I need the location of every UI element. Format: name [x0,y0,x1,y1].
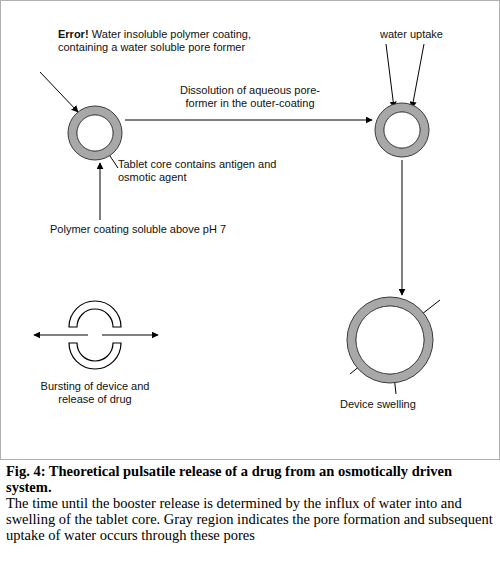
release-arrow [34,335,88,336]
coating-ring [68,106,122,160]
node-label: Polymer coating soluble above pH 7 [50,223,226,235]
caption-body: The time until the booster release is de… [6,495,494,543]
figure-caption: Fig. 4: Theoretical pulsatile release of… [6,463,494,495]
tablet-ring-outline [65,103,125,163]
tablet-core [384,112,420,148]
coating-ring [375,103,429,157]
swollen-ring: Device swelling [345,295,435,385]
water-arrow [386,44,394,108]
figure-frame [1,1,500,460]
leader-arrow [100,163,101,220]
flow-arrow [125,120,372,121]
burst-device: Bursting of device and release of drug [60,300,130,370]
tablet-core [356,306,424,374]
tablet-ring: Error!Water insoluble polymer coating, c… [65,103,125,163]
callout-text: Bursting of device and release of drug [39,380,151,406]
porous-ring-outline [372,100,432,160]
water-arrow [412,44,424,108]
tablet-core [77,115,113,151]
node-label: Tablet core contains antigen and osmotic… [118,158,276,183]
burst-device-outline [60,300,130,370]
porous-ring: water uptake [372,100,432,160]
edge-label: Dissolution of aqueous pore-former in th… [165,84,335,110]
node-label: water uptake [380,28,443,40]
coating-fragment [69,343,121,369]
release-arrow [102,335,158,336]
coating-ring [347,297,433,383]
node-label: Bursting of device and release of drug [41,380,150,405]
error-flag: Error! [58,28,89,40]
callout-text: Error!Water insoluble polymer coating, c… [58,28,273,54]
flow-arrow [402,160,403,295]
leader-arrow [40,72,78,112]
callout-text: Device swelling [340,398,450,411]
caption-block: Fig. 4: Theoretical pulsatile release of… [6,463,494,543]
node-label: Device swelling [340,398,416,410]
callout-text: Polymer coating soluble above pH 7 [50,223,280,236]
callout-text: Tablet core contains antigen and osmotic… [118,158,278,184]
coating-fragment [69,301,121,327]
swollen-ring-outline [345,295,435,385]
callout-text: water uptake [380,28,490,41]
